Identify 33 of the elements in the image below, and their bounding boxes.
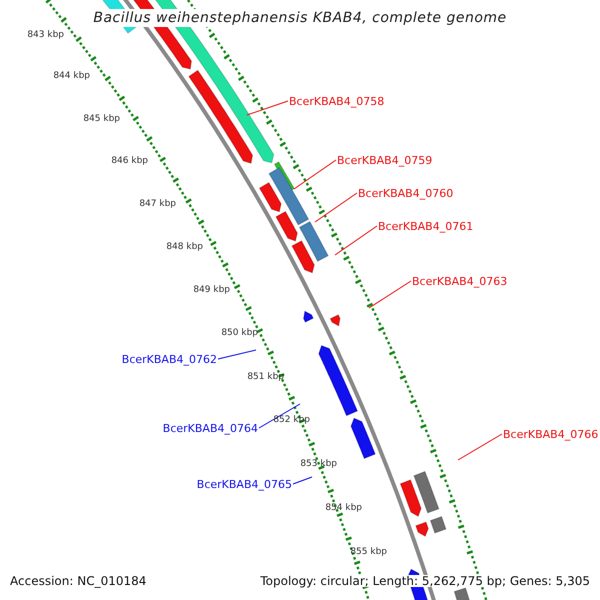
leader-line (368, 280, 412, 308)
scale-label: 851 kbp (247, 372, 284, 382)
gene-label: BcerKBAB4_0765 (196, 478, 292, 490)
scale-label: 847 kbp (139, 200, 176, 208)
leader-line (258, 404, 300, 428)
leader-line (458, 434, 502, 460)
leader-line (334, 226, 378, 256)
scale-label: 854 kbp (325, 504, 362, 512)
gene-label: BcerKBAB4_0759 (337, 154, 432, 166)
gene-label: BcerKBAB4_0763 (412, 276, 508, 286)
scale-label: 855 kbp (350, 548, 387, 556)
gene-label: BcerKBAB4_0764 (162, 422, 258, 434)
gene-label: BcerKBAB4_0761 (378, 220, 474, 232)
leader-line (292, 476, 312, 484)
gene-label: BcerKBAB4_0760 (358, 188, 454, 198)
scale-label: 850 kbp (221, 328, 258, 338)
scale-label: 853 kbp (300, 460, 337, 468)
gene-label: BcerKBAB4_0762 (122, 354, 217, 364)
leader-line (246, 100, 288, 116)
scale-label: 846 kbp (111, 156, 148, 166)
gene-label: BcerKBAB4_0766 (503, 428, 598, 440)
accession-text: Accession: NC_010184 (10, 575, 146, 587)
genome-info-text: Topology: circular; Length: 5,262,775 bp; Genes: 5,305 (260, 575, 590, 587)
gene-label: BcerKBAB4_0758 (289, 96, 384, 106)
leader-line (218, 350, 256, 360)
scale-label: 849 kbp (193, 286, 230, 294)
scale-label: 843 kbp (27, 30, 64, 40)
scale-label: 852 kbp (273, 416, 310, 424)
scale-label: 845 kbp (83, 114, 120, 124)
scale-label: 844 kbp (53, 72, 90, 80)
leader-line (294, 160, 336, 190)
leader-line (314, 192, 358, 222)
scale-label: 848 kbp (166, 242, 203, 252)
